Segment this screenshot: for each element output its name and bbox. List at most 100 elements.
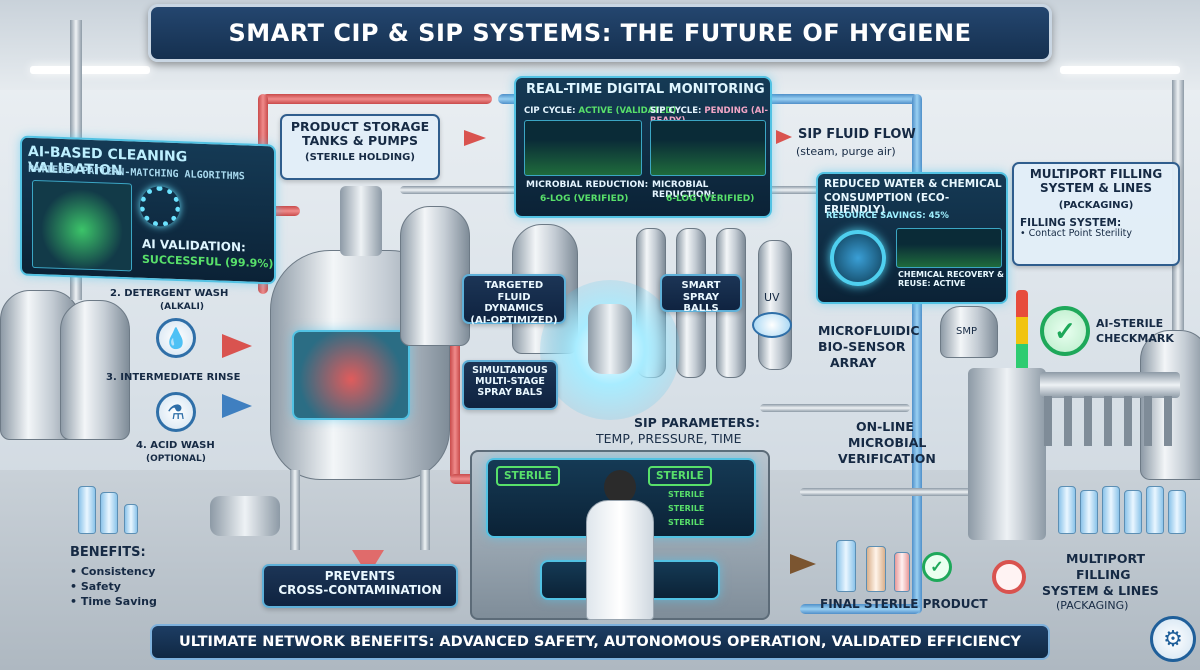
savings-chart	[896, 228, 1002, 268]
filling-system-label: FILLING SYSTEM:	[1020, 217, 1122, 230]
page-title: SMART CIP & SIP SYSTEMS: THE FUTURE OF H…	[228, 19, 972, 47]
red-pipe-return	[450, 250, 460, 480]
online-line1: ON-LINE	[856, 419, 914, 434]
monitoring-heading: REAL-TIME DIGITAL MONITORING	[526, 82, 765, 97]
vessel-display	[292, 330, 410, 420]
step-intermediate-rinse: 3. INTERMEDIATE RINSE	[106, 372, 241, 383]
step-detergent-sub: (ALKALI)	[160, 302, 204, 312]
cip-cycle-value: ACTIVE (VALIDATED)	[578, 106, 677, 116]
product-bottle	[100, 492, 118, 534]
reduction-value-1: 6-LOG (VERIFIED)	[540, 194, 629, 204]
simul-line3: SPRAY BALS	[477, 386, 543, 398]
product-bottle	[78, 486, 96, 534]
sip-cycle-label: SIP CYCLE:	[650, 106, 702, 116]
prevents-line2: CROSS-CONTAMINATION	[278, 582, 442, 597]
uv-label: UV	[764, 291, 780, 304]
arrow-right-brown-icon	[790, 554, 816, 574]
product-bottle	[1146, 486, 1164, 534]
smart-spray-callout: SMART SPRAY BALLS	[660, 274, 742, 314]
title-banner: SMART CIP & SIP SYSTEMS: THE FUTURE OF H…	[148, 4, 1052, 62]
filling-callout: MULTIPORT FILLING SYSTEM & LINES (PACKAG…	[1012, 162, 1180, 266]
footer-banner: ULTIMATE NETWORK BENEFITS: ADVANCED SAFE…	[150, 624, 1050, 660]
prevents-line1: PREVENTS	[324, 569, 396, 583]
filling-bottom-line3: SYSTEM & LINES	[1042, 583, 1159, 598]
final-product-label: FINAL STERILE PRODUCT	[820, 597, 988, 611]
prevents-callout: PREVENTS CROSS-CONTAMINATION	[262, 564, 458, 608]
checkmark-line1: AI-STERILE	[1096, 317, 1164, 330]
product-bottle	[1058, 486, 1076, 534]
smp-sensor	[940, 306, 998, 358]
step-acid-sub: (OPTIONAL)	[146, 454, 206, 464]
vessel-motor	[340, 186, 382, 256]
product-bottle	[894, 552, 910, 592]
benefit-item: • Consistency	[70, 565, 156, 578]
sterile-tag-2: STERILE	[648, 466, 712, 486]
reduction-label-1: MICROBIAL REDUCTION:	[526, 180, 649, 190]
benefit-item: • Safety	[70, 580, 121, 593]
water-drop-leaf-icon	[830, 230, 886, 286]
product-bottle	[836, 540, 856, 592]
consumption-panel: REDUCED WATER & CHEMICAL CONSUMPTION (EC…	[816, 172, 1008, 304]
steel-pipe-right	[800, 488, 980, 496]
status-light-tower	[1016, 290, 1028, 380]
pump	[210, 496, 280, 536]
ceiling-light	[30, 66, 150, 74]
product-bottle	[1168, 490, 1186, 534]
product-bottle	[1102, 486, 1120, 534]
red-pipe-top	[262, 94, 492, 104]
background-tank-left	[60, 300, 130, 440]
sterile-check-icon: ✓	[922, 552, 952, 582]
targeted-fluid-callout: TARGETED FLUID DYNAMICS (AI-OPTIMIZED)	[462, 274, 566, 326]
step-acid-wash: 4. ACID WASH	[136, 440, 215, 451]
consumption-savings: RESOURCE SAVINGS: 45%	[826, 211, 949, 221]
smp-label: SMP	[956, 326, 978, 337]
arrow-right-red-icon	[776, 130, 792, 144]
targeted-line3: (AI-OPTIMIZED)	[470, 314, 558, 326]
filling-bottom-line2: FILLING	[1076, 567, 1131, 582]
monitoring-panel: REAL-TIME DIGITAL MONITORING CIP CYCLE: …	[514, 76, 772, 218]
gear-badge-icon: ⚙	[1150, 616, 1196, 662]
filling-rail	[1040, 372, 1180, 398]
background-tank-center	[400, 206, 470, 346]
filling-bottom-line1: MULTIPORT	[1066, 551, 1146, 566]
arrow-right-blue-icon	[222, 394, 252, 418]
biosensor-chip-icon	[752, 312, 792, 338]
vessel-scan-image	[32, 179, 132, 272]
biosensor-line1: MICROFLUIDIC	[818, 323, 920, 338]
cip-cycle-status: CIP CYCLE: ACTIVE (VALIDATED)	[524, 106, 676, 116]
filling-heading-2: SYSTEM & LINES	[1039, 180, 1153, 195]
filling-heading-3: (PACKAGING)	[1058, 199, 1134, 211]
storage-line2: TANKS & PUMPS	[302, 133, 418, 149]
sip-params-line1: SIP PARAMETERS:	[634, 415, 760, 430]
water-drop-icon: 💧	[156, 318, 196, 358]
reduction-value-2: 6-LOG (VERIFIED)	[666, 194, 755, 204]
spray-ball-vessel	[588, 304, 632, 374]
sip-params-line2: TEMP, PRESSURE, TIME	[596, 431, 742, 446]
consumption-heading-1: REDUCED WATER & CHEMICAL	[824, 178, 1002, 190]
biosensor-line3: ARRAY	[830, 355, 877, 370]
filler-nozzles	[1044, 396, 1174, 446]
sterile-tag-1: STERILE	[496, 466, 560, 486]
consumption-recovery: CHEMICAL RECOVERY & REUSE: ACTIVE	[898, 270, 1004, 289]
storage-callout: PRODUCT STORAGE TANKS & PUMPS (STERILE H…	[280, 114, 440, 180]
gear-icon	[140, 185, 180, 228]
product-bottle	[1080, 490, 1098, 534]
ai-sterile-checkmark-icon: ✓	[1040, 306, 1090, 356]
simultaneous-spray-callout: SIMULTANOUS MULTI-STAGE SPRAY BALS	[462, 360, 558, 410]
consumption-heading-2: CONSUMPTION (ECO-FRIENDLY)	[824, 192, 950, 217]
product-bottle	[1124, 490, 1142, 534]
ai-validation-result-value: SUCCESSFUL (99.9%)	[142, 252, 274, 271]
storage-line1: PRODUCT STORAGE	[290, 119, 430, 134]
filling-machine	[968, 368, 1046, 540]
sip-flow-detail: (steam, purge air)	[796, 145, 896, 158]
targeted-line2: FLUID DYNAMICS	[484, 291, 544, 315]
biosensor-line2: BIO-SENSOR	[818, 339, 906, 354]
spray-line1: SMART	[681, 280, 721, 291]
online-line3: VERIFICATION	[838, 451, 936, 466]
cip-cycle-label: CIP CYCLE:	[524, 106, 576, 116]
simul-line2: MULTI-STAGE	[475, 375, 545, 387]
arrow-right-red-icon	[464, 130, 486, 146]
vessel-leg	[420, 470, 430, 550]
blue-pipe-bottom	[800, 604, 920, 614]
filling-heading-1: MULTIPORT FILLING	[1029, 167, 1163, 181]
